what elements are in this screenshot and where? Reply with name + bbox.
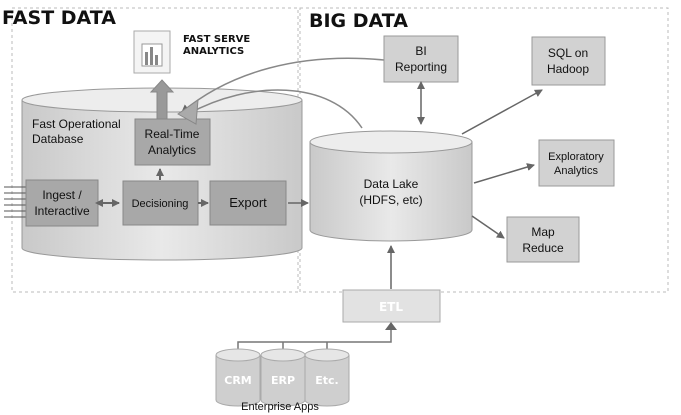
fast-serve-label-1: FAST SERVE bbox=[183, 34, 250, 45]
decisioning-box: Decisioning bbox=[122, 180, 199, 226]
ingest-label-2: Interactive bbox=[34, 204, 90, 218]
crm-label: CRM bbox=[224, 374, 252, 387]
export-label: Export bbox=[229, 195, 267, 210]
etl-label: ETL bbox=[379, 300, 403, 314]
datalake-label-1: Data Lake bbox=[364, 177, 419, 191]
fast-data-heading: FAST DATA bbox=[2, 7, 116, 29]
realtime-analytics-box: Real-Time Analytics bbox=[134, 118, 211, 166]
enterprise-apps-caption: Enterprise Apps bbox=[241, 401, 319, 413]
lake-to-realtime-curve bbox=[187, 89, 363, 129]
input-streams bbox=[4, 186, 26, 218]
bi-to-realtime-curve bbox=[181, 57, 385, 113]
big-data-region bbox=[299, 7, 669, 293]
datalake-label-2: (HDFS, etc) bbox=[359, 193, 422, 207]
exploratory-analytics-box: Exploratory Analytics bbox=[538, 139, 615, 187]
etc-cylinder: Etc. bbox=[304, 348, 350, 407]
exploratory-label-1: Exploratory bbox=[548, 151, 604, 163]
database-label-1: Fast Operational bbox=[32, 117, 121, 131]
fast-serve-label-2: ANALYTICS bbox=[183, 46, 244, 57]
etl-box: ETL bbox=[342, 289, 441, 323]
exploratory-label-2: Analytics bbox=[554, 165, 599, 177]
sql-on-hadoop-box: SQL on Hadoop bbox=[531, 36, 606, 86]
ingest-label-1: Ingest / bbox=[42, 188, 82, 202]
sql-label-1: SQL on bbox=[548, 46, 588, 60]
map-reduce-box: Map Reduce bbox=[506, 216, 580, 263]
crm-cylinder: CRM bbox=[215, 348, 261, 407]
ingest-box: Ingest / Interactive bbox=[25, 179, 99, 227]
mapreduce-label-2: Reduce bbox=[522, 241, 564, 255]
mapreduce-label-1: Map bbox=[531, 225, 555, 239]
bi-label-2: Reporting bbox=[395, 60, 447, 74]
datalake-mapreduce-arrow bbox=[471, 215, 505, 239]
data-lake: Data Lake (HDFS, etc) bbox=[309, 130, 473, 242]
realtime-arrowhead bbox=[177, 98, 199, 125]
bi-reporting-box: BI Reporting bbox=[383, 35, 459, 83]
datalake-exploratory-arrow bbox=[473, 163, 535, 184]
etc-label: Etc. bbox=[315, 374, 338, 387]
decisioning-label: Decisioning bbox=[132, 198, 189, 210]
fast-serve-analytics: FAST SERVE ANALYTICS bbox=[133, 30, 250, 74]
bi-label-1: BI bbox=[415, 44, 426, 58]
export-box: Export bbox=[209, 180, 287, 226]
datalake-sql-arrow bbox=[461, 89, 543, 135]
database-label-2: Database bbox=[32, 132, 84, 146]
erp-cylinder: ERP bbox=[260, 348, 306, 407]
up-arrow bbox=[149, 79, 175, 121]
big-data-heading: BIG DATA bbox=[309, 10, 408, 32]
erp-label: ERP bbox=[271, 374, 295, 387]
apps-etl-connector bbox=[237, 326, 392, 350]
realtime-label-2: Analytics bbox=[148, 143, 196, 157]
realtime-label-1: Real-Time bbox=[145, 127, 200, 141]
sql-label-2: Hadoop bbox=[547, 62, 589, 76]
